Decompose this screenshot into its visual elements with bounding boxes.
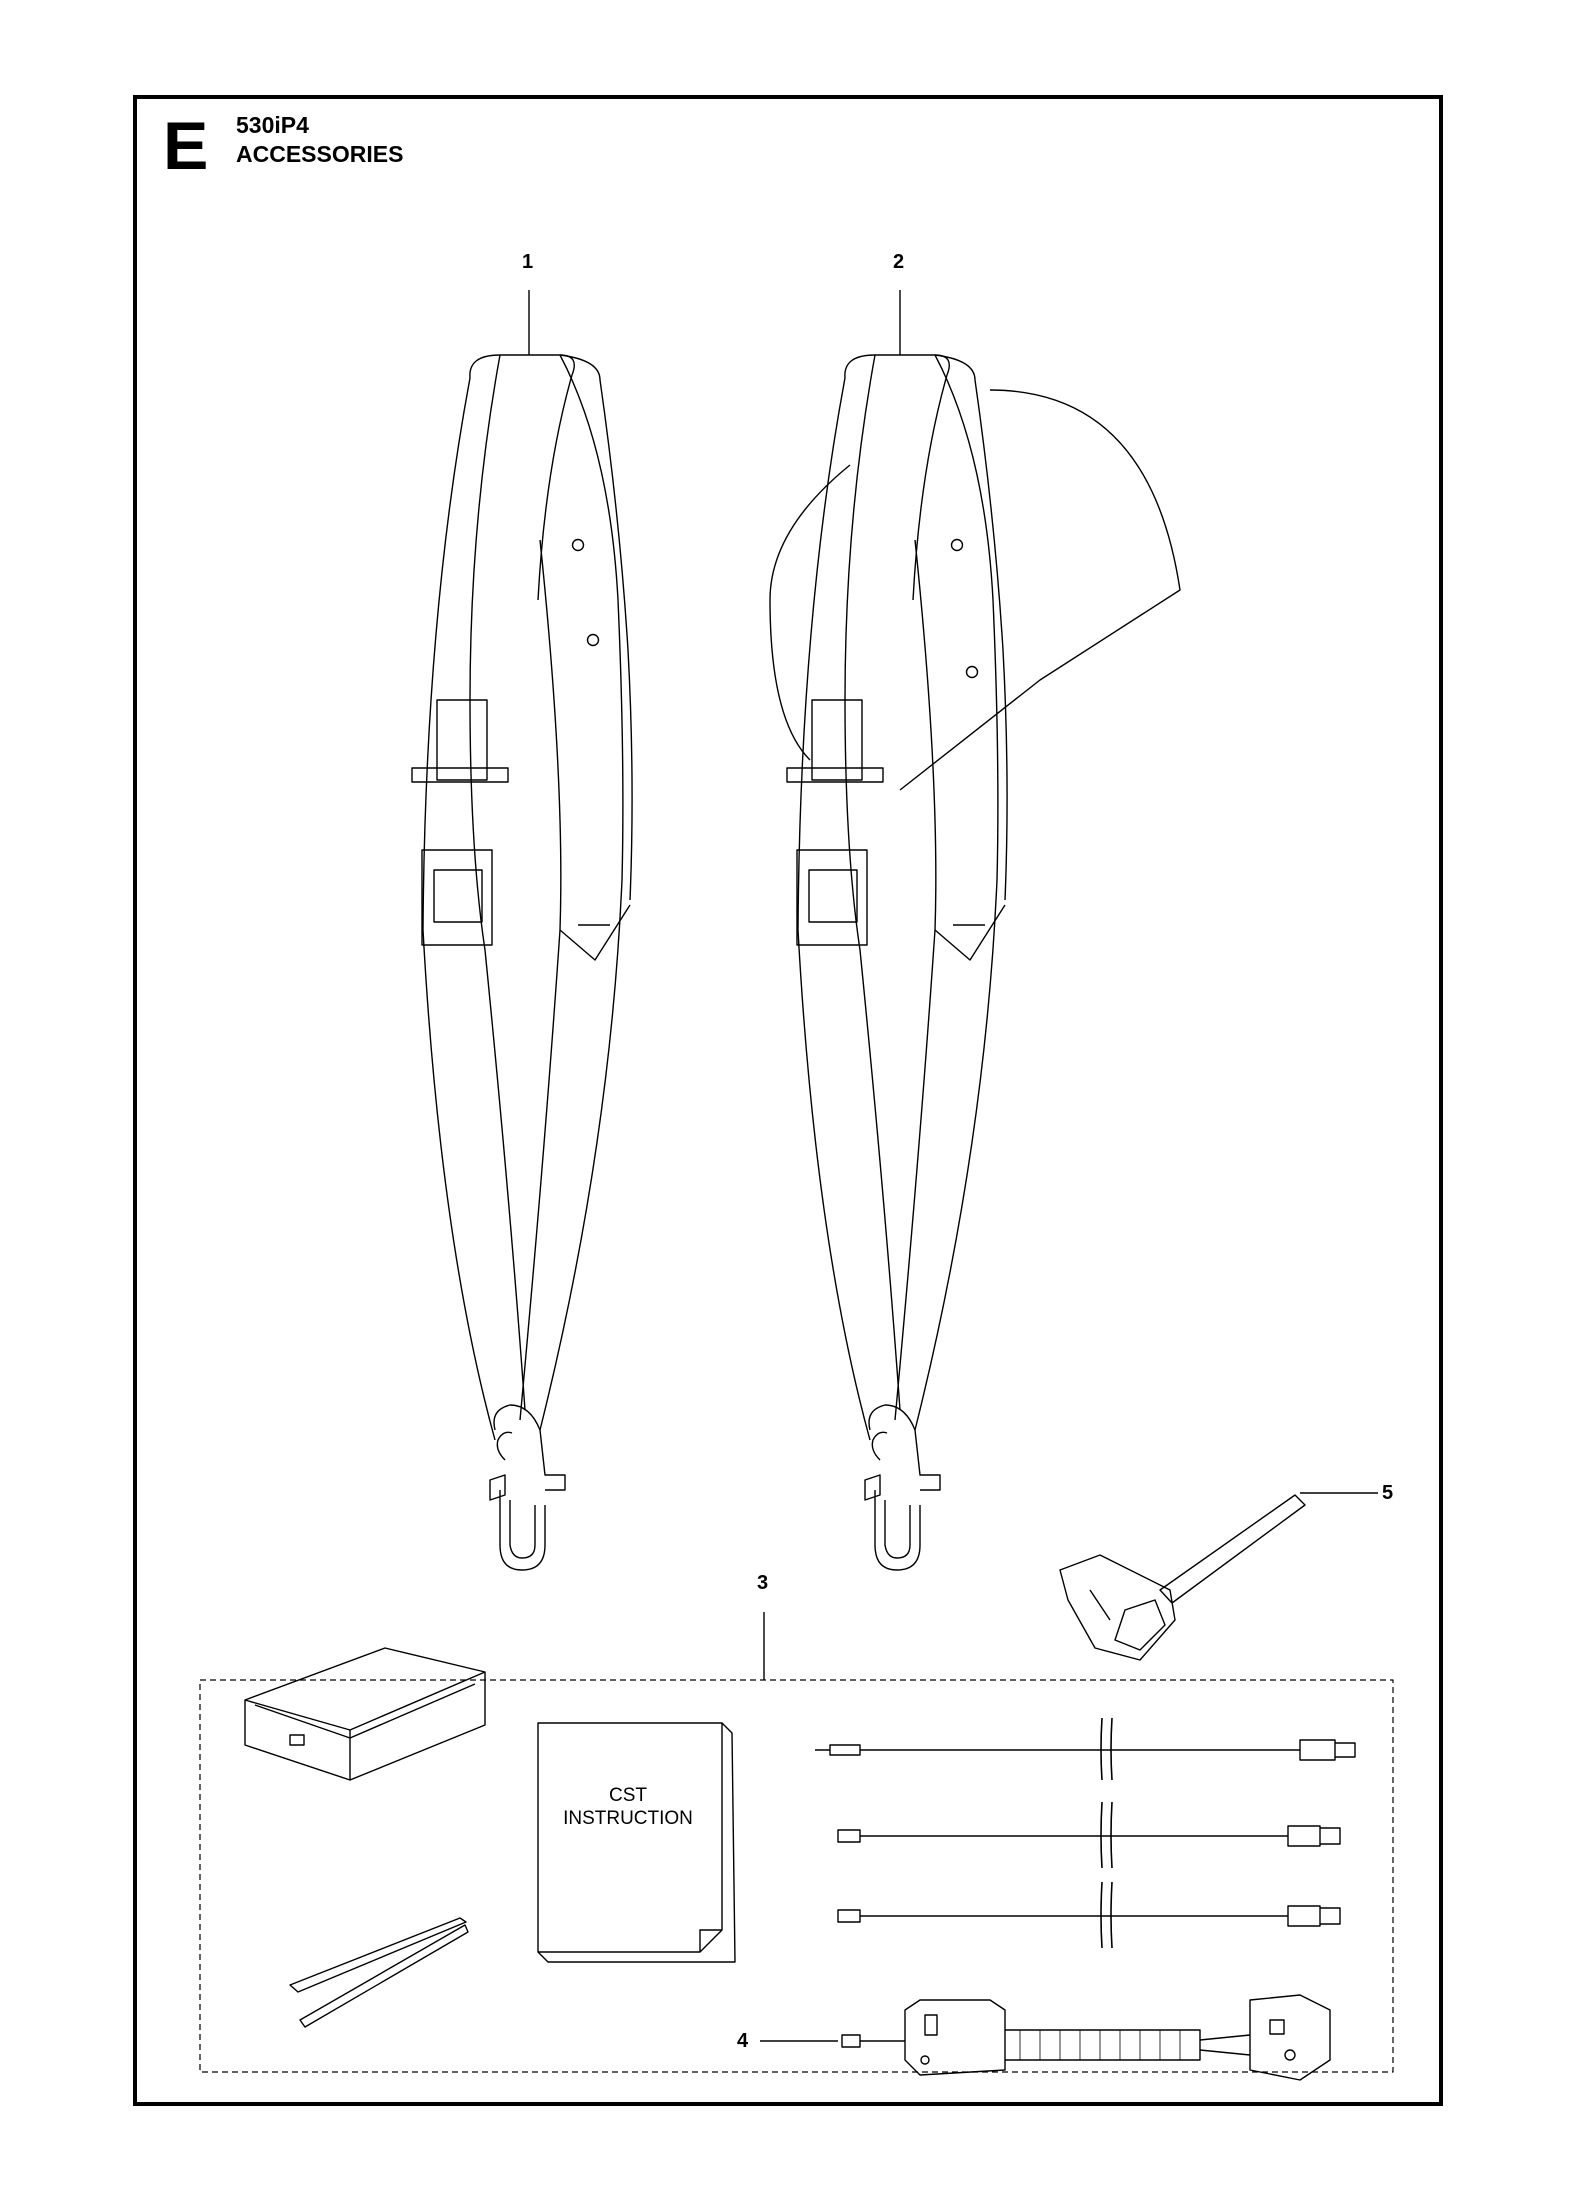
spark-plug-wrench-drawing (1059, 1492, 1378, 1661)
model-name: 530iP4 (236, 112, 309, 138)
callout-4: 4 (737, 2030, 749, 2052)
cst-kit-drawing (199, 1612, 1394, 2081)
drawing-frame (133, 95, 1443, 2106)
manual-label-line2: INSTRUCTION (563, 1807, 693, 1829)
callout-5: 5 (1382, 1482, 1394, 1504)
harness-2-drawing (769, 290, 1181, 1571)
callout-2: 2 (893, 251, 905, 273)
page-title: ACCESSORIES (236, 141, 404, 167)
manual-label: CST INSTRUCTION (553, 1785, 703, 1831)
callout-1: 1 (522, 251, 534, 273)
section-letter: E (163, 108, 209, 184)
manual-label-line1: CST (609, 1785, 647, 1806)
harness-1-drawing (411, 290, 633, 1571)
callout-3: 3 (757, 1572, 769, 1594)
